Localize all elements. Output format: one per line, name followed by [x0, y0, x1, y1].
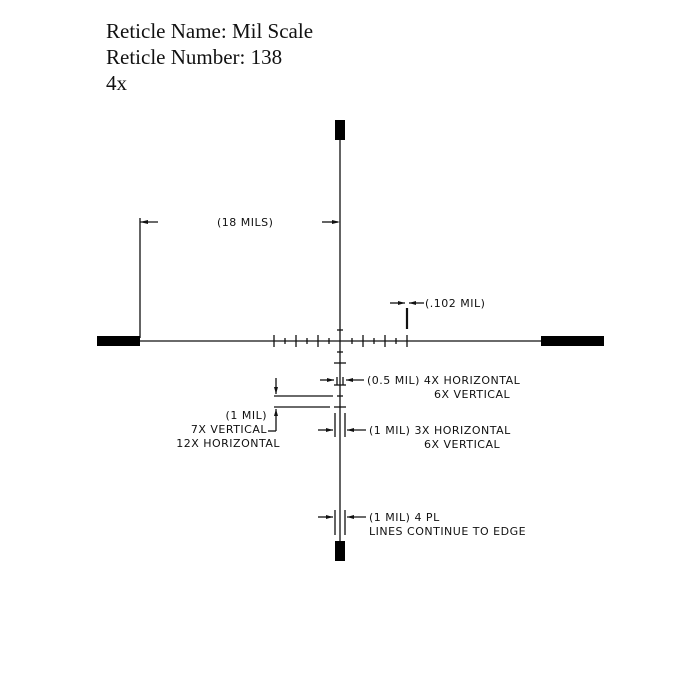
left-post [97, 336, 140, 346]
one-mil-left-label-2: 7X VERTICAL [191, 423, 268, 436]
vertical-ticks [334, 329, 346, 408]
bottom-post [335, 541, 345, 561]
post-label-2: LINES CONTINUE TO EDGE [369, 525, 526, 538]
right-post [541, 336, 604, 346]
top-post [335, 120, 345, 140]
reticle-name: Reticle Name: Mil Scale [106, 19, 314, 43]
one-mil-left-label-3: 12X HORIZONTAL [176, 437, 280, 450]
one-mil-right-label: (1 MIL) 3X HORIZONTAL [369, 424, 511, 437]
post-label: (1 MIL) 4 PL [369, 511, 440, 524]
horizontal-ticks [273, 335, 408, 347]
one-mil-right-label-2: 6X VERTICAL [424, 438, 501, 451]
thin-line-label: (.102 MIL) [425, 297, 485, 310]
span-label: (18 MILS) [217, 216, 273, 229]
reticle-number: Reticle Number: 138 [106, 45, 283, 69]
half-mil-label: (0.5 MIL) 4X HORIZONTAL [367, 374, 521, 387]
one-mil-left-label: (1 MIL) [226, 409, 267, 422]
half-mil-label-2: 6X VERTICAL [434, 388, 511, 401]
magnification: 4x [106, 71, 127, 95]
